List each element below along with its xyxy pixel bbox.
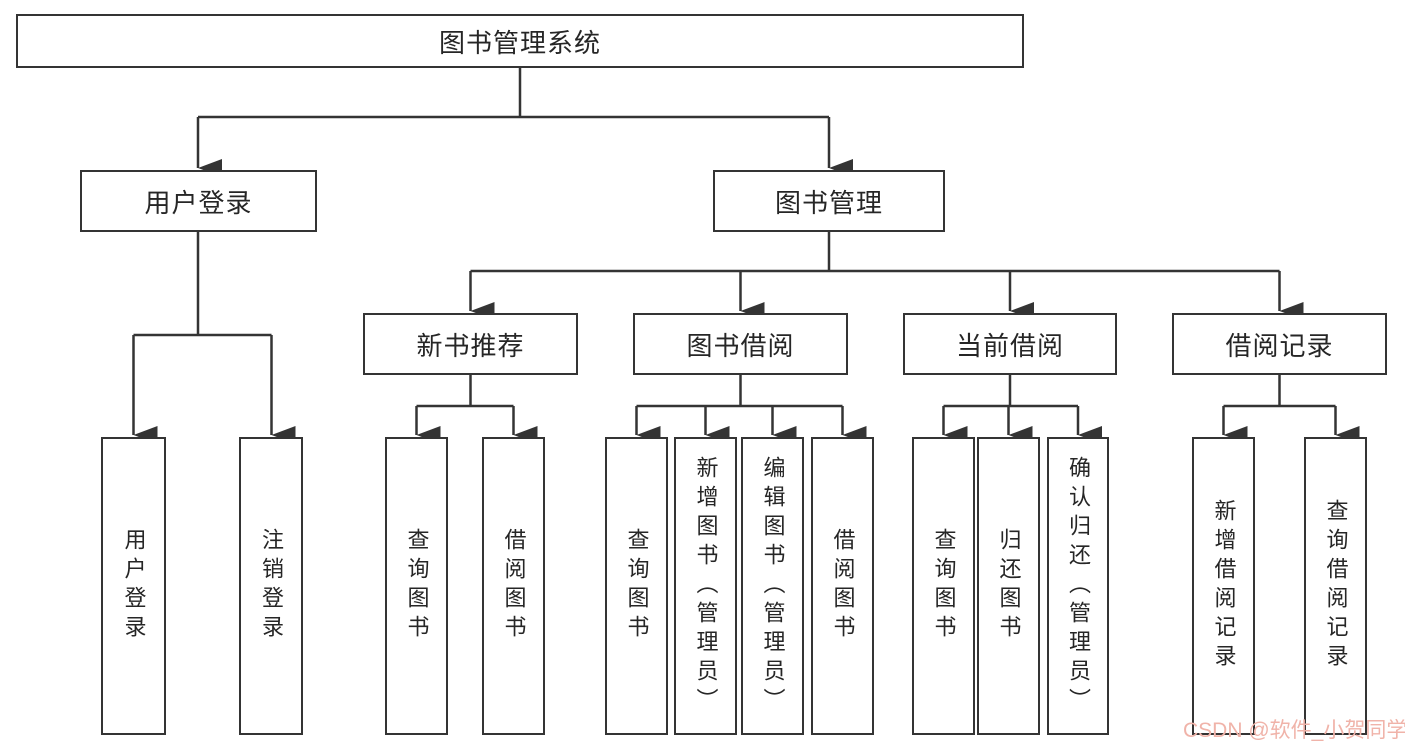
node-label: 查询借阅记录 [1323,499,1349,673]
node-label: 编辑图书（管理员） [760,455,786,717]
node-label: 查询图书 [931,528,957,644]
node-book-management: 图书管理 [713,170,945,232]
csdn-watermark: CSDN @软件_小贺同学 [1183,719,1405,742]
node-library-management-system: 图书管理系统 [16,14,1024,68]
node-label: 归还图书 [996,528,1022,644]
node-label: 注销登录 [259,528,284,644]
node-label: 确认归还（管理员） [1066,455,1091,717]
leaf-add-books-admin: 新增图书（管理员） [674,437,737,735]
leaf-borrow-books-borrowing: 借阅图书 [811,437,874,735]
leaf-borrow-books-recommend: 借阅图书 [482,437,545,735]
node-label: 用户登录 [144,187,253,218]
node-label: 借阅记录 [1225,330,1334,361]
node-user-login: 用户登录 [80,170,317,232]
node-label: 查询图书 [404,528,430,644]
node-current-borrowing: 当前借阅 [903,313,1117,375]
node-label: 图书借阅 [686,330,795,361]
node-book-borrowing: 图书借阅 [633,313,848,375]
leaf-edit-books-admin: 编辑图书（管理员） [741,437,804,735]
leaf-confirm-return-admin: 确认归还（管理员） [1047,437,1109,735]
leaf-add-borrow-record: 新增借阅记录 [1192,437,1255,735]
leaf-user-login: 用户登录 [101,437,166,735]
node-label: 当前借阅 [955,330,1064,361]
node-label: 借阅图书 [830,528,856,644]
node-label: 图书管理系统 [438,27,601,58]
leaf-query-books-current: 查询图书 [912,437,975,735]
leaf-query-books-recommend: 查询图书 [385,437,448,735]
node-label: 新增借阅记录 [1211,499,1237,673]
node-borrowing-records: 借阅记录 [1172,313,1387,375]
node-label: 图书管理 [774,187,883,218]
node-label: 借阅图书 [501,528,527,644]
node-label: 新增图书（管理员） [693,455,719,717]
leaf-return-books: 归还图书 [977,437,1040,735]
leaf-query-borrow-record: 查询借阅记录 [1304,437,1367,735]
leaf-query-books-borrowing: 查询图书 [605,437,668,735]
node-label: 新书推荐 [416,330,525,361]
leaf-logout: 注销登录 [239,437,303,735]
node-new-book-recommend: 新书推荐 [363,313,578,375]
node-label: 用户登录 [121,528,147,644]
node-label: 查询图书 [624,528,650,644]
